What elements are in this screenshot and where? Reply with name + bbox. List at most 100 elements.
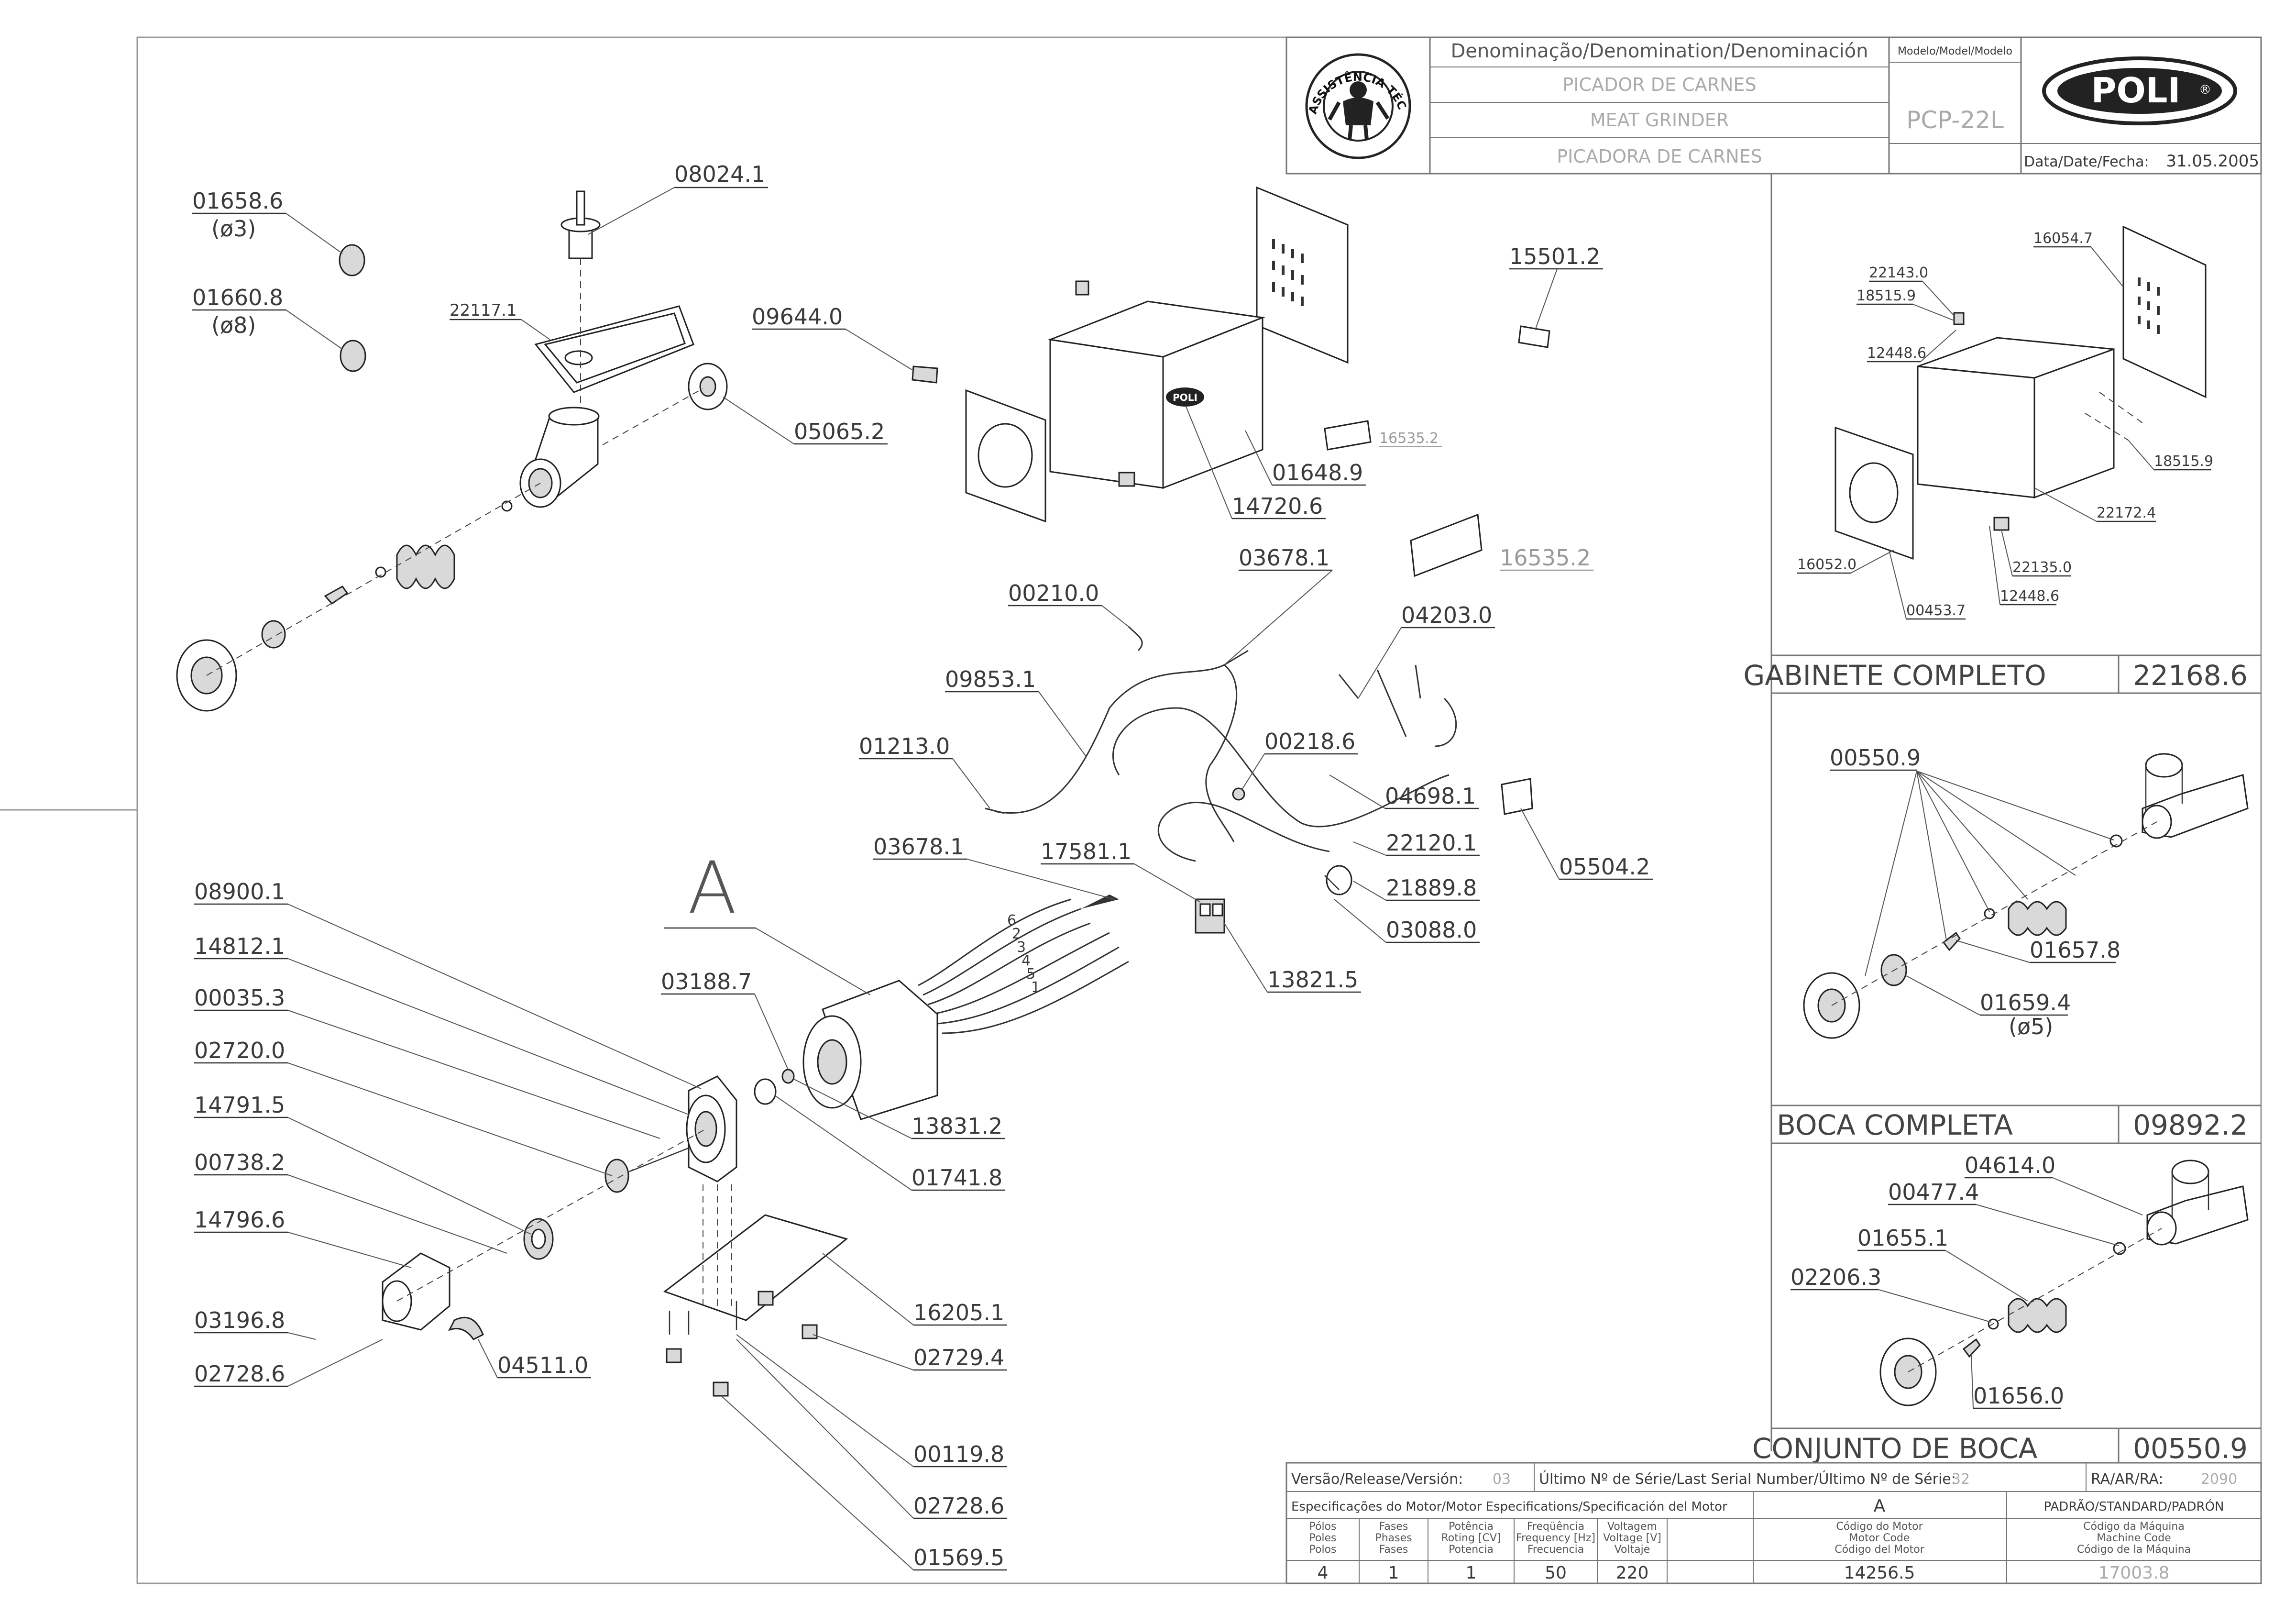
label-14796-6: 14796.6 [194,1207,285,1233]
motor-assembly [382,980,938,1397]
label-09644-0: 09644.0 [752,304,843,330]
label-03678-1-bottom: 03678.1 [873,834,964,860]
mouth-complete-drawing [1803,753,2249,1039]
machine-code-value: 17003.8 [2098,1563,2170,1583]
cab-label-a: 16054.7 [2033,230,2093,247]
mouth-set-drawing [1879,1160,2249,1406]
motor-code-h3: Código del Motor [1835,1544,1924,1556]
label-17581-1: 17581.1 [1041,839,1132,864]
machine-code-h2: Machine Code [2097,1532,2171,1544]
frequency-h1: Freqüência [1527,1521,1584,1533]
mouth-label-c: 01659.4 [1980,990,2071,1016]
label-04511-0: 04511.0 [497,1352,588,1378]
label-22117-1: 22117.1 [450,301,517,320]
model-code: PCP-22L [1906,106,2004,134]
motor-spec-block: Versão/Release/Versión: 03 Último Nº de … [1285,1462,2262,1584]
label-02729-4: 02729.4 [913,1345,1004,1370]
label-01569-5: 01569.5 [913,1545,1004,1570]
phases-h2: Phases [1375,1532,1412,1544]
wire-no-4: 4 [1022,952,1031,969]
callout-labels: 01658.6 (ø3) 01660.8 (ø8) 08024.1 22117.… [192,161,1653,1571]
label-08024-1: 08024.1 [674,161,765,187]
label-16535-2-large: 16535.2 [1500,545,1591,571]
ra-label: RA/AR/RA: [2091,1471,2163,1488]
label-13831-2: 13831.2 [912,1113,1002,1139]
label-03678-1-top: 03678.1 [1239,545,1329,571]
set-label-e: 01656.0 [1973,1383,2064,1409]
spec-col-voltage: Voltagem Voltage [V] Voltaje 220 [1603,1521,1661,1583]
cabinet-panel-title: GABINETE COMPLETO [1743,659,2046,692]
cab-label-b: 22143.0 [1869,265,1928,281]
label-diam-8: (ø8) [211,312,256,338]
right-panels-frame [1770,174,2261,1463]
cab-label-g: 16052.0 [1797,556,1857,573]
cab-label-c: 18515.9 [1857,287,1916,304]
spec-col-phases: Fases Phases Fases 1 [1375,1521,1412,1583]
spec-col-machine-code: Código da Máquina Machine Code Código de… [2077,1521,2191,1583]
mouth-set-labels: 04614.0 00477.4 01655.1 02206.3 01656.0 [1791,1152,2143,1409]
date-value: 31.05.2005 [2166,152,2259,171]
label-04203-0: 04203.0 [1401,602,1492,628]
phases-h3: Fases [1379,1544,1408,1556]
voltage-value: 220 [1616,1563,1649,1583]
frequency-h3: Frecuencia [1527,1544,1584,1556]
label-09853-1: 09853.1 [945,666,1036,692]
machine-code-h3: Código de la Máquina [2077,1544,2191,1556]
label-03088-0: 03088.0 [1386,917,1477,943]
frequency-h2: Frequency [Hz] [1516,1532,1595,1544]
label-02728-6-right: 02728.6 [913,1493,1004,1519]
label-14812-1: 14812.1 [194,933,285,959]
power-h3: Potencia [1449,1544,1494,1556]
label-16205-1: 16205.1 [913,1300,1004,1326]
motor-variant: A [1874,1496,1886,1516]
serial-label: Último Nº de Série/Last Serial Number/Úl… [1539,1470,1956,1488]
spec-col-poles: Pólos Poles Polos 4 [1309,1521,1336,1583]
version-label: Versão/Release/Versión: [1291,1471,1463,1488]
voltage-h1: Voltagem [1607,1521,1657,1533]
label-00218-6: 00218.6 [1264,729,1355,754]
name-english: MEAT GRINDER [1590,110,1729,131]
poles-value: 4 [1318,1563,1329,1583]
frequency-value: 50 [1545,1563,1567,1583]
label-15501-2: 15501.2 [1509,243,1600,269]
drawing-border [136,36,2262,1584]
standard-label: PADRÃO/STANDARD/PADRÓN [2044,1499,2224,1514]
ra-value: 2090 [2201,1471,2237,1488]
cabinet-panel-code: 22168.6 [2133,659,2248,692]
view-letter: A [688,847,737,930]
label-16535-2-small: 16535.2 [1379,430,1439,447]
cab-label-d: 12448.6 [1867,345,1926,362]
brand-name: POLI [2091,70,2181,110]
motor-code-h2: Motor Code [1849,1532,1910,1544]
spec-col-motor-code: Código do Motor Motor Code Código del Mo… [1835,1521,1924,1583]
voltage-h2: Voltage [V] [1603,1532,1661,1544]
label-01741-8: 01741.8 [912,1165,1002,1191]
cabinet-detail-labels: 16054.7 22143.0 18515.9 12448.6 18515.9 … [1797,230,2213,620]
machine-code-h1: Código da Máquina [2083,1521,2185,1533]
set-label-a: 04614.0 [1965,1152,2055,1178]
version-value: 03 [1493,1471,1511,1488]
poli-logo: POLI ® [2042,56,2237,125]
date-label: Data/Date/Fecha: [2024,154,2149,170]
power-value: 1 [1466,1563,1477,1583]
label-02728-6-left: 02728.6 [194,1361,285,1387]
denomination-header: Denominação/Denomination/Denominación [1450,40,1868,62]
seal-text: ASSISTÊNCIA TÉCNICA AUTORIZADA [0,0,1409,116]
spec-col-frequency: Freqüência Frequency [Hz] Frecuencia 50 [1516,1521,1595,1583]
wire-no-2: 2 [1012,926,1021,942]
wiring-harness [918,626,1457,1034]
grinder-head-assembly [176,190,728,712]
wire-no-6: 6 [1007,912,1016,929]
label-00738-2: 00738.2 [194,1149,285,1175]
serial-value: 32 [1952,1471,1970,1488]
cab-label-e: 18515.9 [2154,453,2213,470]
cabinet-brand-plate: POLI [1173,392,1197,403]
label-01658-6: 01658.6 [192,188,283,214]
label-05504-2: 05504.2 [1559,854,1650,880]
label-04698-1: 04698.1 [1385,783,1476,809]
cab-label-i: 12448.6 [2000,588,2059,605]
poles-h1: Pólos [1309,1521,1337,1533]
label-00210-0: 00210.0 [1008,580,1099,606]
label-14791-5: 14791.5 [194,1092,285,1118]
label-01660-8: 01660.8 [192,285,283,310]
